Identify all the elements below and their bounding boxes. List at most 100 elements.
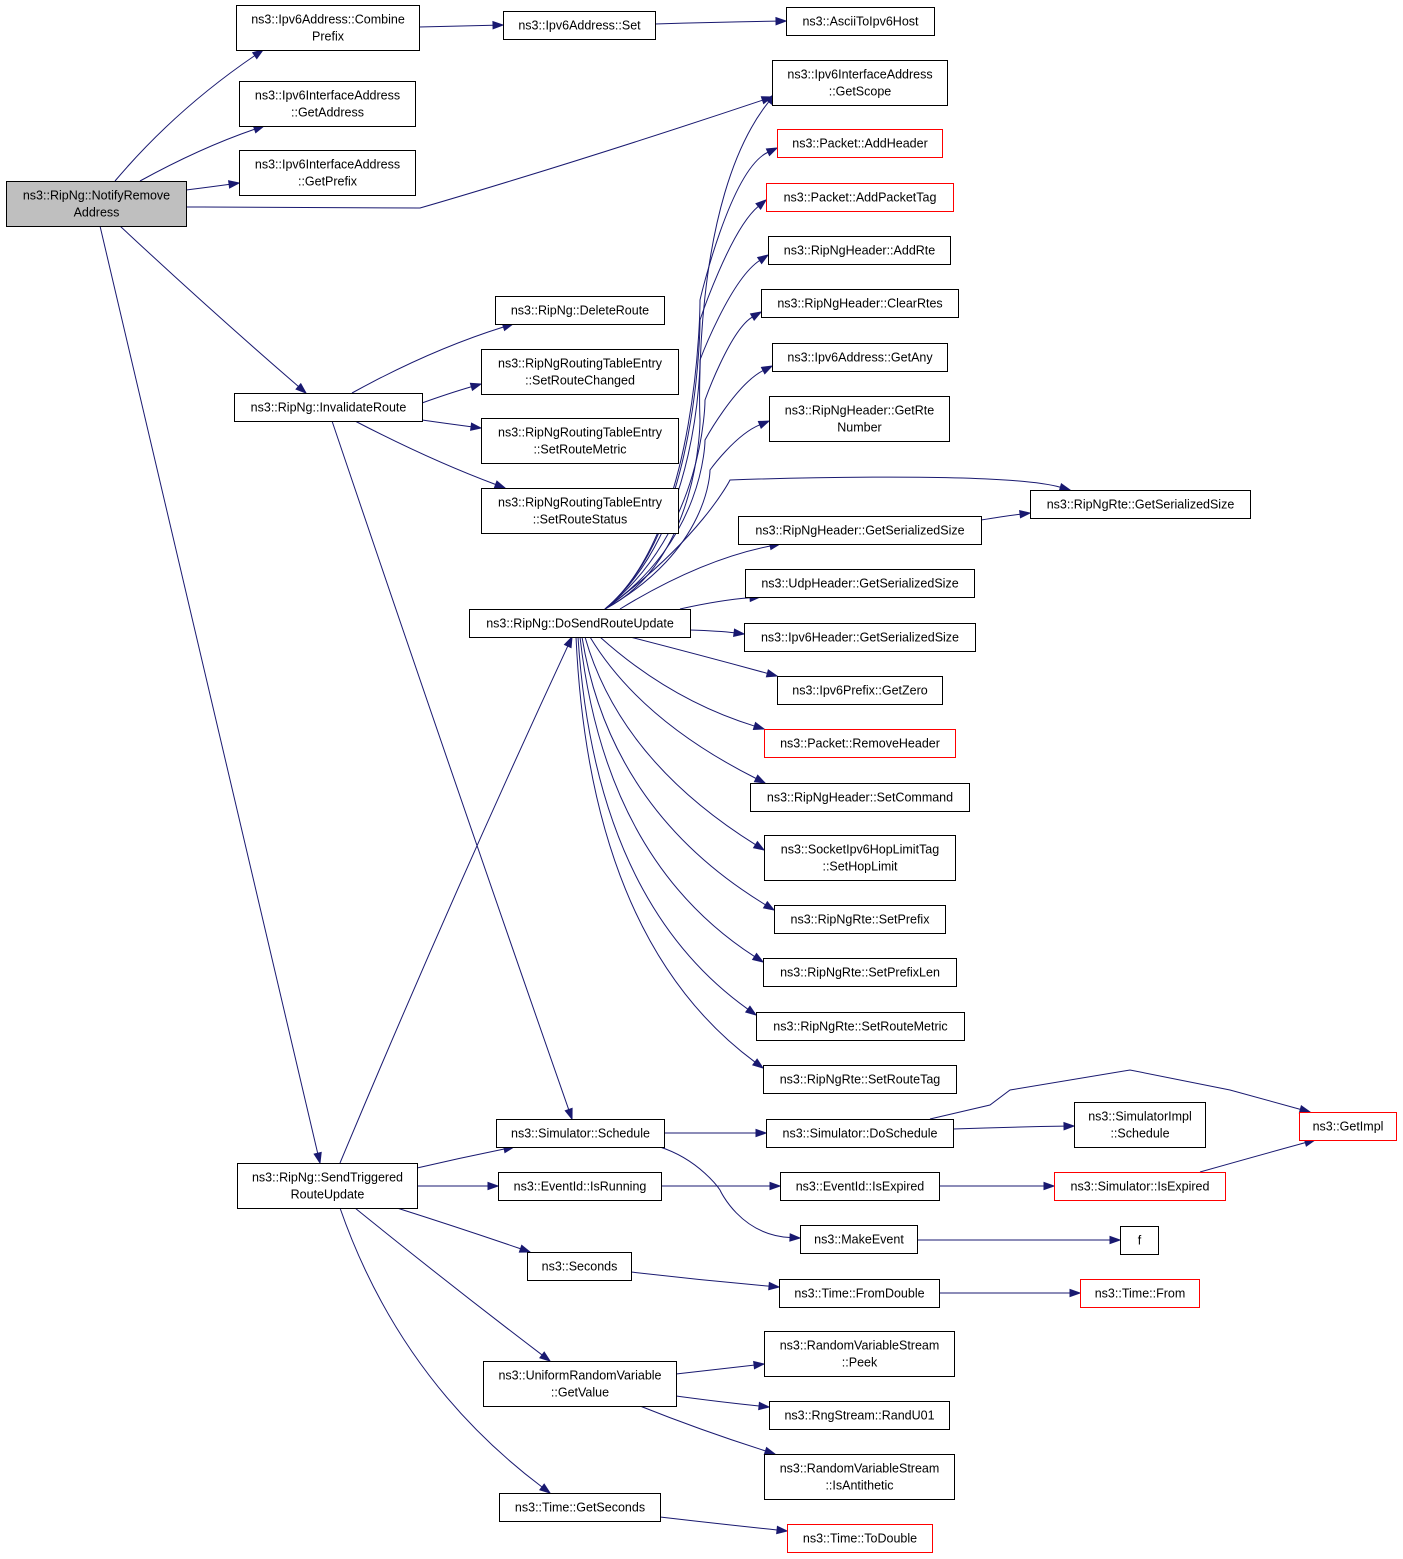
node-box-seconds[interactable] [527,1252,632,1281]
node-box-hdr_ser[interactable] [738,516,982,545]
node-udp_ser[interactable]: ns3::UdpHeader::GetSerializedSize [745,569,975,598]
node-simexpired[interactable]: ns3::Simulator::IsExpired [1054,1172,1226,1201]
node-doschedule[interactable]: ns3::Simulator::DoSchedule [766,1119,954,1148]
node-box-rte_ser[interactable] [1030,490,1251,519]
node-urvget[interactable]: ns3::UniformRandomVariable::GetValue [483,1361,677,1407]
node-box-setprefixlen[interactable] [763,958,957,987]
node-randu01[interactable]: ns3::RngStream::RandU01 [769,1401,950,1430]
node-box-sendtrig[interactable] [237,1163,418,1209]
node-box-setroutetag[interactable] [763,1065,957,1094]
node-addrte[interactable]: ns3::RipNgHeader::AddRte [768,236,951,265]
node-box-isexpired[interactable] [780,1172,940,1201]
node-box-randu01[interactable] [769,1401,950,1430]
node-addheader[interactable]: ns3::Packet::AddHeader [777,129,943,158]
node-setprefixlen[interactable]: ns3::RipNgRte::SetPrefixLen [763,958,957,987]
node-box-setcommand[interactable] [750,783,970,812]
node-removeheader[interactable]: ns3::Packet::RemoveHeader [764,729,956,758]
node-box-setprefix[interactable] [774,905,946,934]
node-box-isrunning[interactable] [498,1172,662,1201]
node-box-addheader[interactable] [777,129,943,158]
node-getseconds[interactable]: ns3::Time::GetSeconds [499,1493,661,1522]
node-box-getany[interactable] [772,343,948,372]
node-box-udp_ser[interactable] [745,569,975,598]
node-box-isanti[interactable] [764,1454,955,1500]
node-todouble[interactable]: ns3::Time::ToDouble [787,1524,933,1553]
node-box-setroutemetric[interactable] [481,418,679,464]
node-setroutechanged[interactable]: ns3::RipNgRoutingTableEntry::SetRouteCha… [481,349,679,395]
node-getzero[interactable]: ns3::Ipv6Prefix::GetZero [777,676,943,705]
node-box-addrte[interactable] [768,236,951,265]
node-box-set[interactable] [503,11,656,40]
node-fromdouble[interactable]: ns3::Time::FromDouble [779,1279,940,1308]
node-getaddr[interactable]: ns3::Ipv6InterfaceAddress::GetAddress [239,81,416,127]
node-box-getaddr[interactable] [239,81,416,127]
node-box-deleteroute[interactable] [495,296,665,325]
node-ipv6_ser[interactable]: ns3::Ipv6Header::GetSerializedSize [744,623,976,652]
node-rte_ser[interactable]: ns3::RipNgRte::GetSerializedSize [1030,490,1251,519]
node-box-getseconds[interactable] [499,1493,661,1522]
node-getprefix[interactable]: ns3::Ipv6InterfaceAddress::GetPrefix [239,150,416,196]
node-dosend[interactable]: ns3::RipNg::DoSendRouteUpdate [469,609,691,638]
node-clearrtes[interactable]: ns3::RipNgHeader::ClearRtes [761,289,959,318]
node-setroutemetric_rte[interactable]: ns3::RipNgRte::SetRouteMetric [756,1012,965,1041]
node-box-implschedule[interactable] [1074,1102,1206,1148]
node-box-f[interactable] [1120,1226,1159,1255]
node-box-peek[interactable] [764,1331,955,1377]
node-box-ascii[interactable] [786,7,935,36]
node-box-getimpl[interactable] [1299,1112,1397,1141]
node-peek[interactable]: ns3::RandomVariableStream::Peek [764,1331,955,1377]
node-setcommand[interactable]: ns3::RipNgHeader::SetCommand [750,783,970,812]
node-box-ipv6_ser[interactable] [744,623,976,652]
node-isanti[interactable]: ns3::RandomVariableStream::IsAntithetic [764,1454,955,1500]
node-setroutetag[interactable]: ns3::RipNgRte::SetRouteTag [763,1065,957,1094]
node-setprefix[interactable]: ns3::RipNgRte::SetPrefix [774,905,946,934]
node-box-timefrom[interactable] [1080,1279,1200,1308]
node-f[interactable]: f [1120,1226,1159,1255]
node-box-schedule[interactable] [496,1119,665,1148]
node-seconds[interactable]: ns3::Seconds [527,1252,632,1281]
node-implschedule[interactable]: ns3::SimulatorImpl::Schedule [1074,1102,1206,1148]
node-box-root[interactable] [6,181,187,227]
node-box-doschedule[interactable] [766,1119,954,1148]
node-setroutestatus[interactable]: ns3::RipNgRoutingTableEntry::SetRouteSta… [481,488,679,534]
node-makeevent[interactable]: ns3::MakeEvent [800,1225,918,1254]
node-box-getprefix[interactable] [239,150,416,196]
node-box-simexpired[interactable] [1054,1172,1226,1201]
node-isexpired[interactable]: ns3::EventId::IsExpired [780,1172,940,1201]
node-box-getzero[interactable] [777,676,943,705]
node-box-todouble[interactable] [787,1524,933,1553]
node-box-removeheader[interactable] [764,729,956,758]
node-box-getscope[interactable] [772,60,948,106]
node-box-urvget[interactable] [483,1361,677,1407]
node-isrunning[interactable]: ns3::EventId::IsRunning [498,1172,662,1201]
node-deleteroute[interactable]: ns3::RipNg::DeleteRoute [495,296,665,325]
node-schedule[interactable]: ns3::Simulator::Schedule [496,1119,665,1148]
node-invalidate[interactable]: ns3::RipNg::InvalidateRoute [234,393,423,422]
node-box-clearrtes[interactable] [761,289,959,318]
node-ascii[interactable]: ns3::AsciiToIpv6Host [786,7,935,36]
node-box-setroutemetric_rte[interactable] [756,1012,965,1041]
node-getscope[interactable]: ns3::Ipv6InterfaceAddress::GetScope [772,60,948,106]
node-sethoplimit[interactable]: ns3::SocketIpv6HopLimitTag::SetHopLimit [764,835,956,881]
node-getimpl[interactable]: ns3::GetImpl [1299,1112,1397,1141]
node-box-makeevent[interactable] [800,1225,918,1254]
node-box-dosend[interactable] [469,609,691,638]
node-box-setroutestatus[interactable] [481,488,679,534]
node-box-combine[interactable] [236,5,420,51]
node-box-addpackettag[interactable] [766,183,954,212]
node-box-getrtenum[interactable] [769,396,950,442]
node-getany[interactable]: ns3::Ipv6Address::GetAny [772,343,948,372]
node-box-sethoplimit[interactable] [764,835,956,881]
node-box-setroutechanged[interactable] [481,349,679,395]
node-box-fromdouble[interactable] [779,1279,940,1308]
node-box-invalidate[interactable] [234,393,423,422]
node-setroutemetric[interactable]: ns3::RipNgRoutingTableEntry::SetRouteMet… [481,418,679,464]
node-hdr_ser[interactable]: ns3::RipNgHeader::GetSerializedSize [738,516,982,545]
node-timefrom[interactable]: ns3::Time::From [1080,1279,1200,1308]
node-addpackettag[interactable]: ns3::Packet::AddPacketTag [766,183,954,212]
node-set[interactable]: ns3::Ipv6Address::Set [503,11,656,40]
